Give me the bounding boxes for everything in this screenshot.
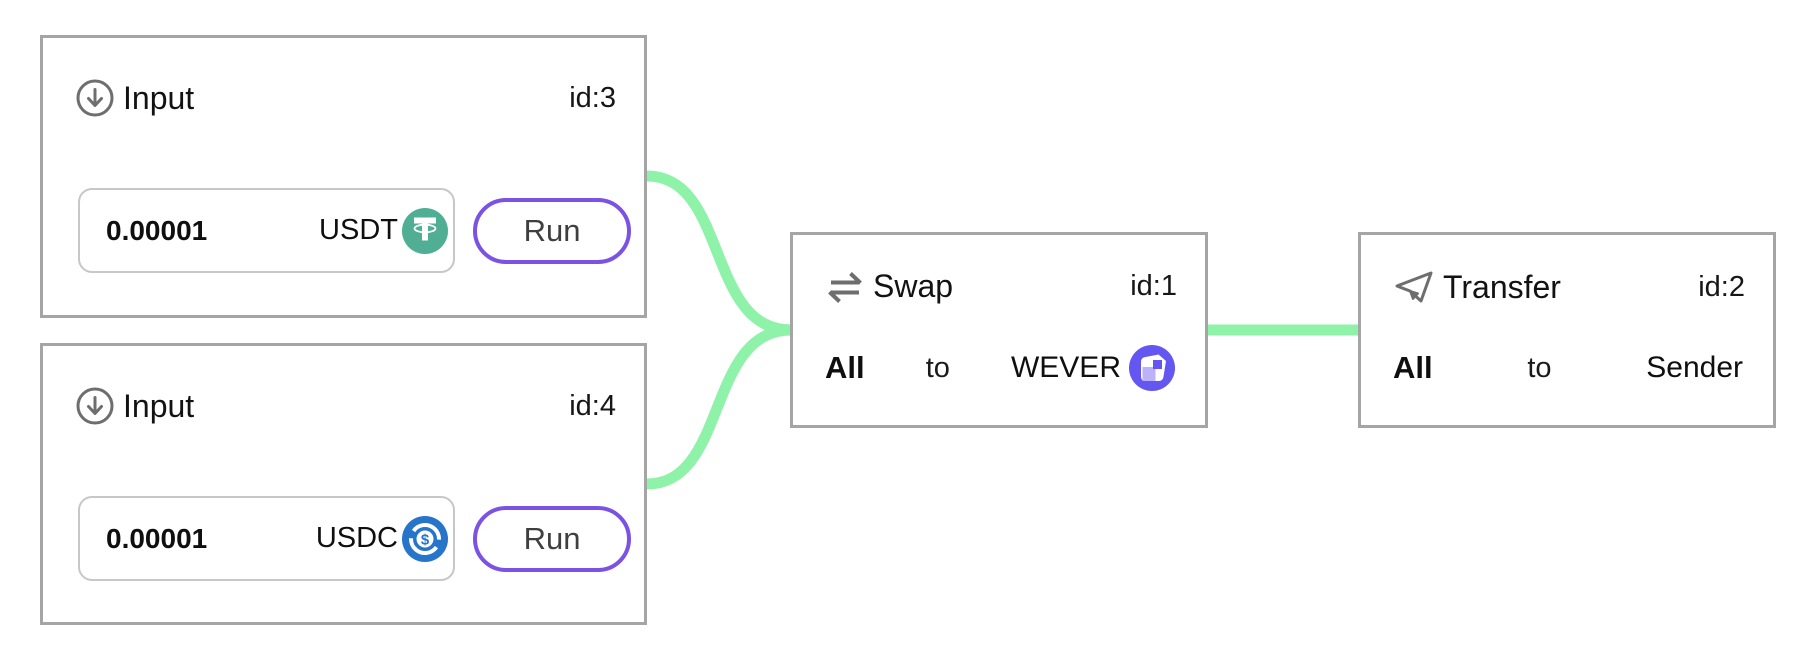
- transfer-node-id2[interactable]: Transfer id:2 All to Sender: [1358, 232, 1776, 428]
- node-title: Transfer: [1443, 268, 1561, 305]
- token-selector[interactable]: USDC $: [315, 515, 448, 562]
- transfer-target[interactable]: Sender: [1646, 351, 1743, 385]
- edge-input4-to-swap[interactable]: [646, 324, 792, 490]
- amount-value[interactable]: 0.00001: [106, 522, 208, 554]
- swap-target-label: WEVER: [1010, 351, 1121, 384]
- node-header: Transfer id:2: [1393, 268, 1745, 306]
- token-selector[interactable]: USDT: [319, 207, 448, 254]
- amount-field[interactable]: 0.00001 USDC $: [78, 496, 455, 581]
- swap-arrows-icon: [825, 270, 865, 304]
- usdt-token-icon: [402, 207, 448, 254]
- paper-plane-icon: [1393, 268, 1435, 306]
- transfer-target-label: Sender: [1646, 351, 1743, 384]
- node-id-badge: id:4: [569, 389, 616, 422]
- node-header: Swap id:1: [825, 268, 1177, 305]
- token-label: USDC: [315, 522, 398, 554]
- transfer-to-label: to: [1527, 351, 1552, 384]
- node-title: Input: [123, 387, 195, 424]
- node-title: Swap: [873, 268, 954, 304]
- input-node-id3[interactable]: Input id:3 0.00001 USDT: [40, 35, 647, 318]
- usdc-token-icon: $: [402, 515, 448, 562]
- node-id-badge: id:3: [569, 81, 616, 114]
- input-node-id4[interactable]: Input id:4 0.00001 USDC $: [40, 343, 647, 625]
- wever-token-icon: [1128, 345, 1175, 391]
- node-header: Input id:4: [75, 386, 616, 426]
- node-title: Input: [123, 79, 195, 116]
- svg-text:$: $: [421, 531, 430, 548]
- run-button[interactable]: Run: [473, 505, 631, 572]
- node-id-badge: id:1: [1130, 270, 1177, 302]
- arrow-down-circle-icon: [75, 78, 115, 118]
- swap-to-label: to: [925, 351, 950, 384]
- node-id-badge: id:2: [1698, 270, 1745, 303]
- swap-target-token[interactable]: WEVER: [1011, 345, 1175, 391]
- transfer-source-amount[interactable]: All: [1393, 350, 1433, 385]
- node-header: Input id:3: [75, 78, 616, 118]
- amount-field[interactable]: 0.00001 USDT: [78, 188, 455, 273]
- edge-input3-to-swap[interactable]: [646, 170, 792, 336]
- token-label: USDT: [319, 214, 398, 246]
- amount-value[interactable]: 0.00001: [106, 214, 208, 246]
- run-button[interactable]: Run: [473, 197, 631, 264]
- arrow-down-circle-icon: [75, 386, 115, 426]
- swap-node-id1[interactable]: Swap id:1 All to WEVER: [790, 232, 1208, 428]
- swap-source-amount[interactable]: All: [825, 350, 865, 385]
